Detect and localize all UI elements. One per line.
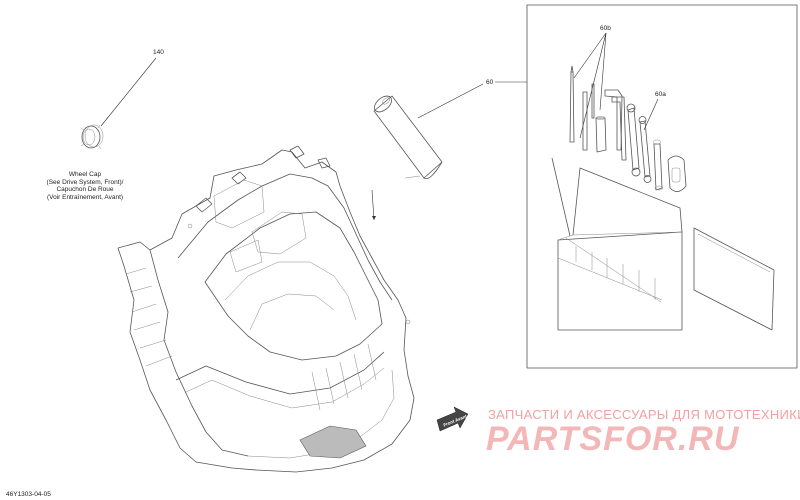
svg-text:Wheel Cap: Wheel Cap (69, 171, 102, 178)
leader-60b-a (573, 32, 607, 79)
callout-60[interactable]: 60 (486, 79, 494, 86)
watermark-brand: PARTSFOR.RU (486, 420, 740, 458)
front-direction-arrow: Front Avant (436, 406, 469, 432)
leader-pouch-to-frame (371, 189, 375, 221)
leader-140 (100, 57, 157, 127)
wheel-cap-label: Wheel Cap (See Drive System, Front)/ Cap… (47, 171, 124, 201)
front-arrow-icon (436, 406, 469, 432)
svg-text:Capuchon De Roue: Capuchon De Roue (56, 186, 113, 193)
tool-kit-detail-box (526, 4, 798, 369)
callout-60a[interactable]: 60a (655, 91, 666, 98)
leader-60-pouch (417, 83, 484, 119)
leader-60a (643, 98, 659, 131)
leader-60b-c (579, 32, 607, 139)
tool-pouch-open[interactable] (551, 157, 683, 331)
owner-manual[interactable] (693, 227, 775, 331)
wheel-cap-part[interactable] (80, 124, 104, 150)
diagram-code: 46Y1303-04-05 (6, 491, 51, 498)
storage-frame-assembly[interactable] (117, 145, 415, 473)
svg-text:(See Drive System, Front)/: (See Drive System, Front)/ (47, 179, 124, 186)
svg-text:(Voir Entraînement, Avant): (Voir Entraînement, Avant) (47, 194, 123, 201)
callout-140[interactable]: 140 (153, 49, 164, 56)
leader-60b-b (599, 32, 607, 111)
tool-set[interactable] (569, 65, 687, 192)
arrowhead-icon (372, 216, 376, 220)
tool-kit-pouch[interactable] (371, 93, 443, 180)
callout-60b[interactable]: 60b (600, 25, 611, 32)
watermark-tagline: ЗАПЧАСТИ И АКСЕССУАРЫ ДЛЯ МОТОТЕХНИКИ (488, 407, 800, 422)
